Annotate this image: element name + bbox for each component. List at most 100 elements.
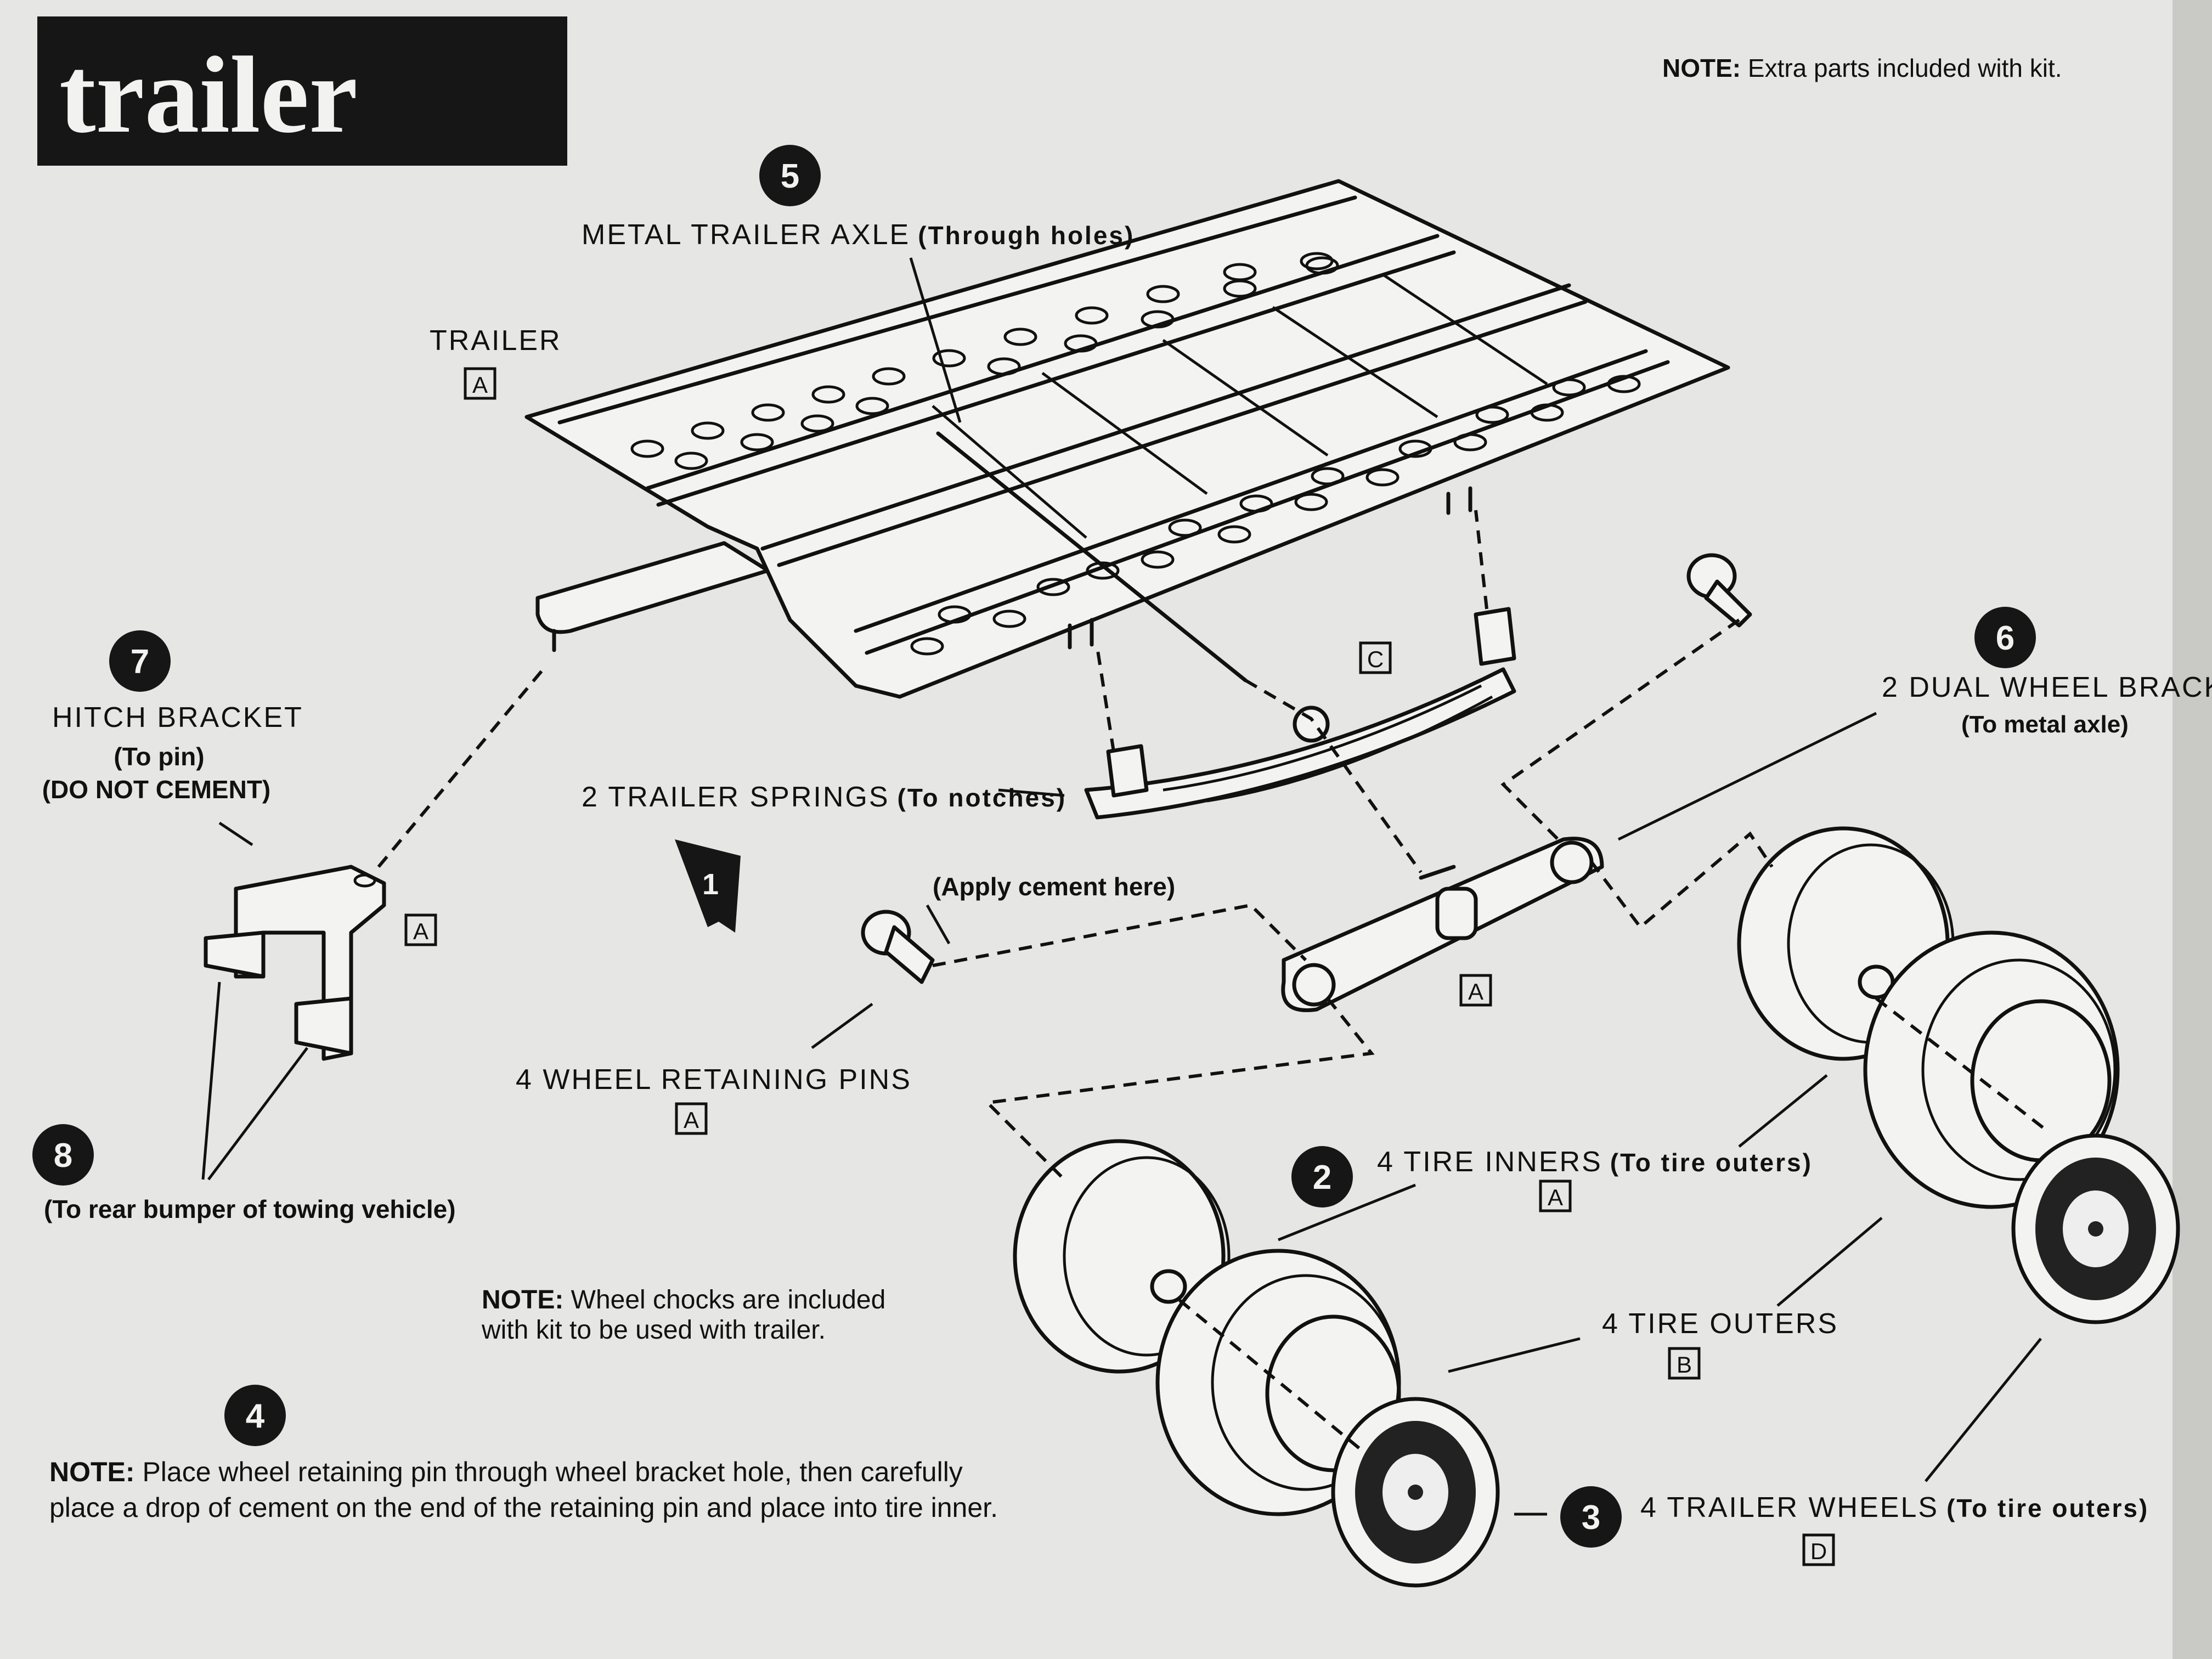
tire-set-left	[1013, 1139, 1500, 1588]
spring-end-right	[1474, 607, 1516, 666]
part-letter-pins: A	[684, 1107, 699, 1133]
note-pin-label: NOTE:	[49, 1457, 135, 1487]
tire-set-right	[1737, 826, 2180, 1324]
label-tire-inners-paren: (To tire outers)	[1610, 1148, 1813, 1177]
extra-parts-note-text: Extra parts included with kit.	[1741, 54, 2062, 82]
label-axle-main: METAL TRAILER AXLE	[582, 219, 910, 251]
label-trailer-wheels-main: 4 TRAILER WHEELS	[1640, 1492, 1939, 1523]
label-springs: 2 TRAILER SPRINGS (To notches)	[582, 781, 1066, 813]
retaining-pin-left	[861, 910, 935, 984]
label-trailer: TRAILER	[430, 325, 562, 357]
title-box	[37, 16, 567, 166]
hitch-bracket-pin-hole	[353, 873, 376, 888]
trailer-rail-2	[645, 234, 1440, 490]
step-6-number: 6	[1996, 619, 2015, 657]
metal-axle-rod	[936, 431, 1248, 682]
bracket-axle-boss	[1435, 887, 1478, 940]
label-hitch-nocement: (DO NOT CEMENT)	[42, 775, 271, 804]
part-letter-tire-inners: A	[1548, 1184, 1563, 1210]
part-box-bracket	[1459, 974, 1492, 1007]
label-tire-inners-main: 4 TIRE INNERS	[1377, 1146, 1602, 1178]
step-markers: 5 7 6 8 2 3 4 1	[32, 145, 2036, 1548]
label-hitch-to: (To pin)	[114, 742, 204, 771]
bracket-stud	[1419, 865, 1456, 880]
tire-inner-left	[1013, 1139, 1226, 1374]
trailer-spring-drawing	[1084, 607, 1516, 820]
step-8-number: 8	[54, 1137, 72, 1175]
note-pin-line-2: place a drop of cement on the end of the…	[49, 1492, 998, 1523]
part-box-pins	[675, 1102, 708, 1135]
part-letter-hitch: A	[413, 918, 428, 944]
part-letter-tire-outers: B	[1677, 1352, 1692, 1378]
label-springs-paren: (To notches)	[898, 783, 1067, 812]
part-box-spring	[1359, 641, 1392, 674]
label-springs-main: 2 TRAILER SPRINGS	[582, 781, 890, 813]
label-pins: 4 WHEEL RETAINING PINS	[516, 1064, 912, 1096]
trailer-cross-members	[932, 273, 1548, 539]
spring-leaf-lines	[1163, 684, 1493, 803]
part-box-trailer	[464, 367, 496, 400]
part-box-tire-outers	[1668, 1347, 1701, 1380]
extra-parts-note-label: NOTE:	[1662, 54, 1741, 82]
label-tire-outers: 4 TIRE OUTERS	[1602, 1308, 1838, 1340]
assembly-guide-lines	[377, 510, 2047, 1455]
step-1-number: 1	[702, 868, 719, 901]
spring-hanger-tabs	[1068, 486, 1472, 650]
trailer-tongue	[535, 541, 770, 634]
label-trailer-wheels: 4 TRAILER WHEELS(To tire outers)	[1640, 1492, 2149, 1523]
note-pin-text-1: Place wheel retaining pin through wheel …	[135, 1457, 963, 1487]
hitch-bracket-hook-left	[204, 930, 266, 979]
note-chocks-label: NOTE:	[482, 1285, 563, 1314]
label-bumper: (To rear bumper of towing vehicle)	[44, 1195, 456, 1223]
bracket-hole-right	[1550, 840, 1594, 884]
step-1-arrow-icon	[675, 839, 741, 933]
trailer-rail-4	[760, 283, 1571, 551]
step-3-number: 3	[1582, 1499, 1600, 1537]
paper-edge-shadow	[2172, 0, 2212, 1659]
label-axle-paren: (Through holes)	[918, 221, 1135, 250]
spring-end-left	[1106, 744, 1149, 798]
part-box-wheels	[1802, 1533, 1835, 1566]
label-hitch: HITCH BRACKET	[52, 702, 303, 733]
part-letter-wheels: D	[1810, 1538, 1827, 1564]
notes: NOTE: Wheel chocks are included with kit…	[49, 1285, 998, 1523]
step-5-number: 5	[781, 157, 799, 195]
label-dual-brackets-paren: (To metal axle)	[1961, 711, 2129, 738]
label-dual-brackets: 2 DUAL WHEEL BRACKETS	[1882, 672, 2212, 703]
spring-leaves	[1084, 667, 1516, 820]
label-apply-cement: (Apply cement here)	[933, 872, 1175, 901]
part-letter-bracket: A	[1468, 979, 1483, 1005]
label-axle: METAL TRAILER AXLE (Through holes)	[582, 219, 1135, 251]
dual-wheel-bracket-drawing	[1281, 837, 1604, 1012]
trailer-rail-6	[854, 349, 1648, 633]
page-title: trailer	[59, 35, 358, 156]
deck-hole-row-2	[674, 256, 1339, 470]
extra-parts-note: NOTE: Extra parts included with kit.	[1662, 54, 2062, 82]
note-chocks-line-1: NOTE: Wheel chocks are included	[482, 1285, 885, 1314]
trailer-deck-outline	[524, 179, 1730, 699]
bracket-hole-left	[1292, 963, 1336, 1007]
part-labels: METAL TRAILER AXLE (Through holes) TRAILE…	[42, 219, 2212, 1566]
retaining-pin-right	[1686, 553, 1752, 628]
part-letter-spring: C	[1367, 646, 1384, 672]
note-chocks-line-2: with kit to be used with trailer.	[481, 1316, 826, 1345]
hitch-bracket-hook-right	[294, 996, 353, 1056]
part-box-hitch	[404, 913, 437, 946]
part-box-tire-inners	[1539, 1180, 1572, 1212]
deck-hole-row-3	[910, 375, 1641, 656]
leader-lines	[201, 257, 2042, 1516]
label-trailer-wheels-paren: (To tire outers)	[1946, 1494, 2149, 1522]
trailer-bed-drawing	[524, 179, 1730, 699]
note-pin-line-1: NOTE: Place wheel retaining pin through …	[49, 1457, 963, 1487]
step-7-number: 7	[131, 643, 149, 681]
trailer-rail-3	[656, 250, 1456, 507]
label-tire-inners: 4 TIRE INNERS (To tire outers)	[1377, 1146, 1813, 1178]
part-letter-trailer: A	[472, 372, 488, 398]
trailer-rail-5	[777, 300, 1588, 567]
step-2-number: 2	[1313, 1159, 1331, 1197]
step-4-number: 4	[246, 1397, 265, 1435]
note-chocks-text-1: Wheel chocks are included	[563, 1285, 885, 1314]
title-block: trailer	[37, 16, 567, 166]
hitch-bracket-drawing	[204, 865, 386, 1061]
